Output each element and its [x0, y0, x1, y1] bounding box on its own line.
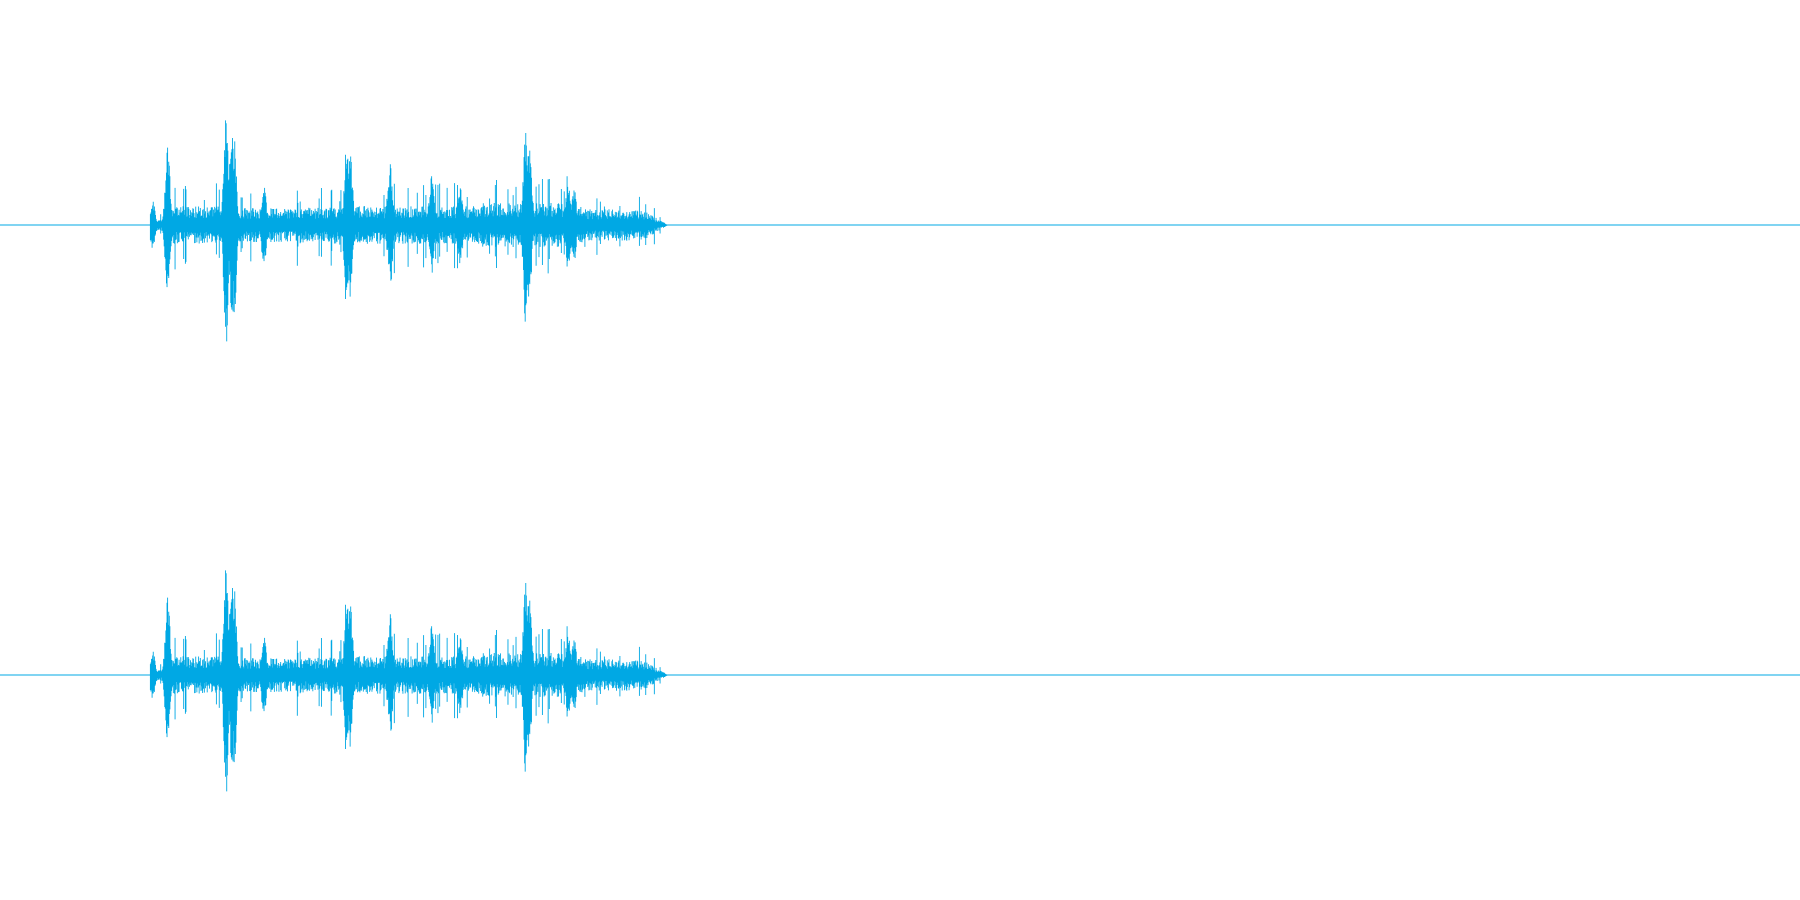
channel-2-signal: [149, 570, 668, 792]
channel-2-waveform: [0, 570, 1800, 792]
channel-1-waveform: [0, 120, 1800, 342]
channel-1-signal: [149, 120, 668, 342]
